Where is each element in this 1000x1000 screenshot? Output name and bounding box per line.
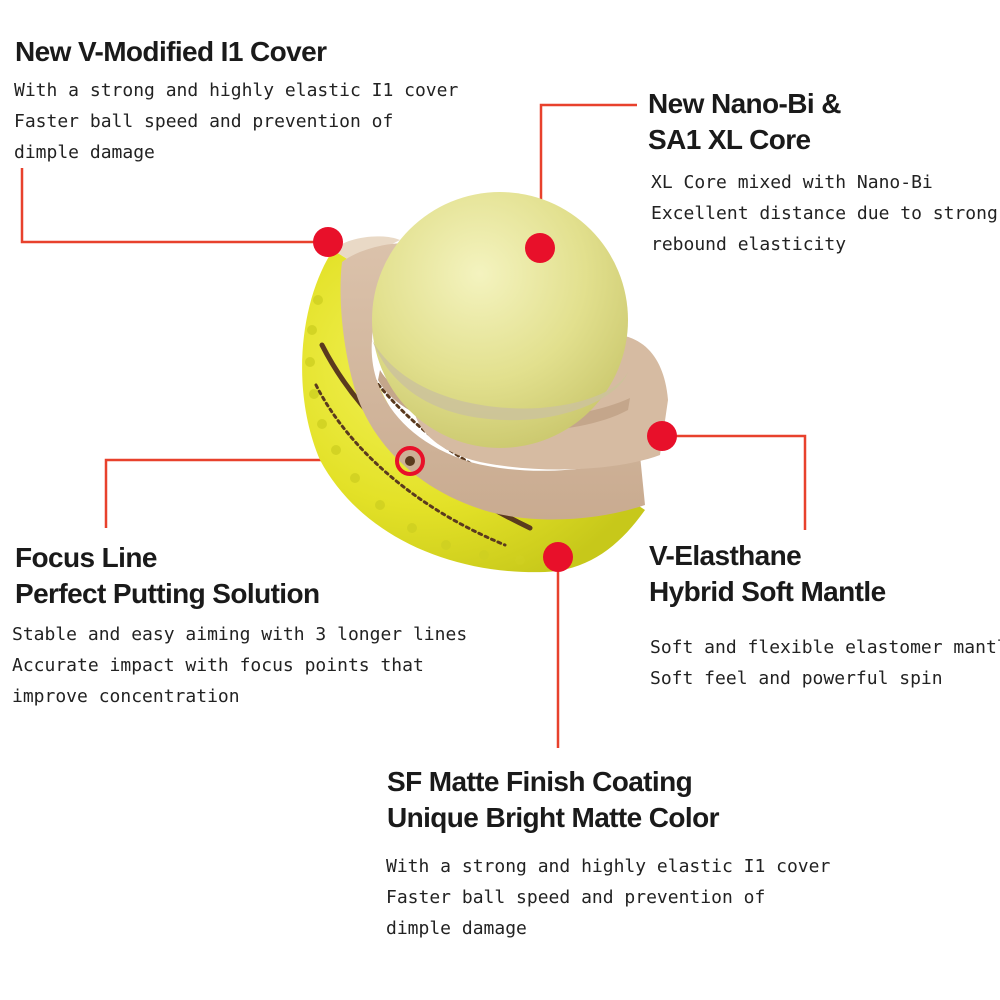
marker-core xyxy=(525,233,555,263)
focus-line-title: Focus Line Perfect Putting Solution xyxy=(15,540,320,612)
core-title: New Nano-Bi & SA1 XL Core xyxy=(648,86,841,158)
title-line: SF Matte Finish Coating xyxy=(387,766,693,797)
description-line: XL Core mixed with Nano-Bi xyxy=(651,172,933,193)
title-line: SA1 XL Core xyxy=(648,124,811,155)
leader-lines xyxy=(20,103,807,748)
marker-cover xyxy=(313,227,343,257)
description-line: Faster ball speed and prevention of xyxy=(386,887,766,908)
focus-line-description: Stable and easy aiming with 3 longer lin… xyxy=(12,619,467,712)
coating-title: SF Matte Finish Coating Unique Bright Ma… xyxy=(387,764,719,836)
description-line: dimple damage xyxy=(14,142,155,163)
coating-description: With a strong and highly elastic I1 cove… xyxy=(386,851,830,944)
description-line: improve concentration xyxy=(12,686,240,707)
core-description: XL Core mixed with Nano-Bi Excellent dis… xyxy=(651,167,998,260)
description-line: Accurate impact with focus points that xyxy=(12,655,424,676)
description-line: Soft feel and powerful spin xyxy=(650,668,943,689)
description-line: Soft and flexible elastomer mantle xyxy=(650,637,1000,658)
description-line: Excellent distance due to strong xyxy=(651,203,998,224)
title-line: New Nano-Bi & xyxy=(648,88,841,119)
marker-mantle xyxy=(647,421,677,451)
marker-focus-point xyxy=(395,446,425,476)
title-line: Unique Bright Matte Color xyxy=(387,802,719,833)
leader-line-mantle xyxy=(663,434,807,530)
marker-coating xyxy=(543,542,573,572)
focus-line-lower xyxy=(314,383,507,547)
cover-dimples xyxy=(305,295,525,565)
core-sphere xyxy=(372,192,628,448)
cover-description: With a strong and highly elastic I1 cove… xyxy=(14,75,458,168)
core-base-ring xyxy=(372,340,628,421)
description-line: dimple damage xyxy=(386,918,527,939)
mantle-title: V-Elasthane Hybrid Soft Mantle xyxy=(649,538,886,610)
description-line: Faster ball speed and prevention of xyxy=(14,111,394,132)
leader-line-cover xyxy=(20,168,326,244)
description-line: rebound elasticity xyxy=(651,234,847,255)
markers xyxy=(313,227,677,572)
cover-title: New V-Modified I1 Cover xyxy=(15,36,327,67)
description-line: Stable and easy aiming with 3 longer lin… xyxy=(12,624,468,645)
title-line: Perfect Putting Solution xyxy=(15,578,320,609)
description-line: With a strong and highly elastic I1 cove… xyxy=(386,856,831,877)
description-line: With a strong and highly elastic I1 cove… xyxy=(14,80,459,101)
title-line: Hybrid Soft Mantle xyxy=(649,576,886,607)
cover-inner-edge xyxy=(333,236,400,262)
mantle-description: Soft and flexible elastomer mantle Soft … xyxy=(650,632,1000,694)
title-line: Focus Line xyxy=(15,542,157,573)
cover-shell xyxy=(302,250,645,573)
title-line: V-Elasthane xyxy=(649,540,802,571)
leader-line-focus xyxy=(104,458,408,528)
